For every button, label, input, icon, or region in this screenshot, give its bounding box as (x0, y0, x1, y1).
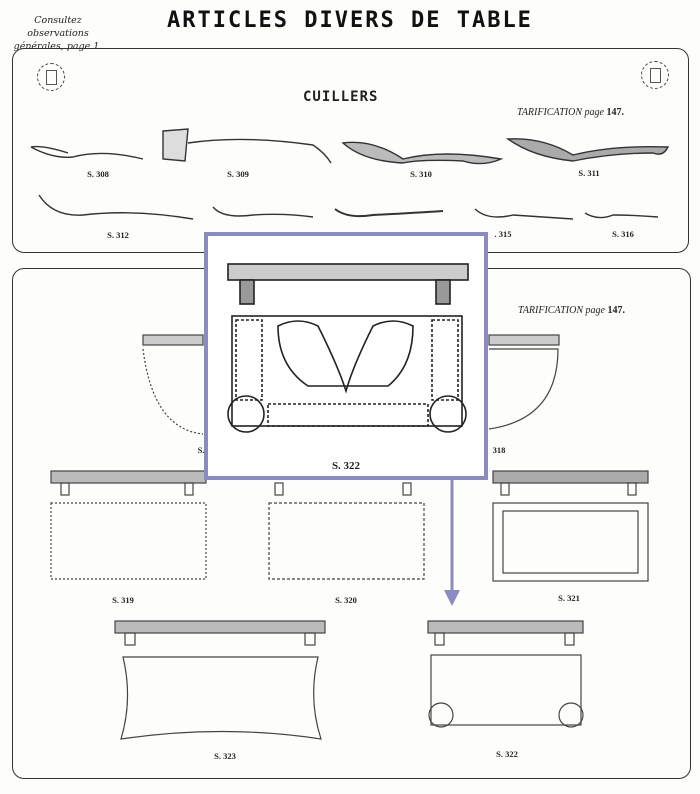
item-label: S. 311 (578, 168, 600, 178)
item-label: S. 308 (87, 169, 109, 179)
tarification-note: TARIFICATION page 147. (517, 107, 624, 118)
item-label: S. 316 (612, 229, 634, 239)
spoons-illustration (30, 128, 670, 220)
maker-seal-icon (37, 63, 65, 91)
zoomed-item-label: S. 322 (331, 460, 361, 472)
item-label: S. 323 (214, 751, 236, 761)
spoons-panel: CUILLERS TARIFICATION page 147. S. 308 S… (12, 48, 689, 253)
item-label: 318 (492, 445, 506, 455)
item-label: S. 322 (496, 749, 518, 759)
item-label: S. 312 (107, 230, 129, 240)
arrow-down-icon (444, 476, 460, 606)
item-label: S. 319 (112, 595, 134, 605)
item-label: S. 320 (335, 595, 357, 605)
zoom-callout: S. 322 (204, 232, 488, 480)
dishes-panel: TARIFICATION page 147. S. 318 S (12, 268, 691, 779)
maker-seal-icon (641, 61, 669, 89)
item-label: S. 321 (558, 593, 580, 603)
note-line: générales, page 1. (13, 41, 103, 52)
item-label: S. (197, 445, 205, 455)
general-observations-note: Consultez observations générales, page 1… (8, 14, 108, 53)
item-label: S. 309 (227, 169, 249, 179)
section-title: CUILLERS (303, 89, 379, 105)
dishes-illustration (50, 334, 649, 740)
note-line: Consultez observations (27, 15, 89, 39)
item-label: . 315 (494, 229, 512, 239)
item-label: S. 310 (410, 169, 432, 179)
page-title: ARTICLES DIVERS DE TABLE (167, 8, 533, 33)
zoomed-dish-illustration (227, 263, 469, 433)
tarification-note: TARIFICATION page 147. (518, 305, 625, 316)
